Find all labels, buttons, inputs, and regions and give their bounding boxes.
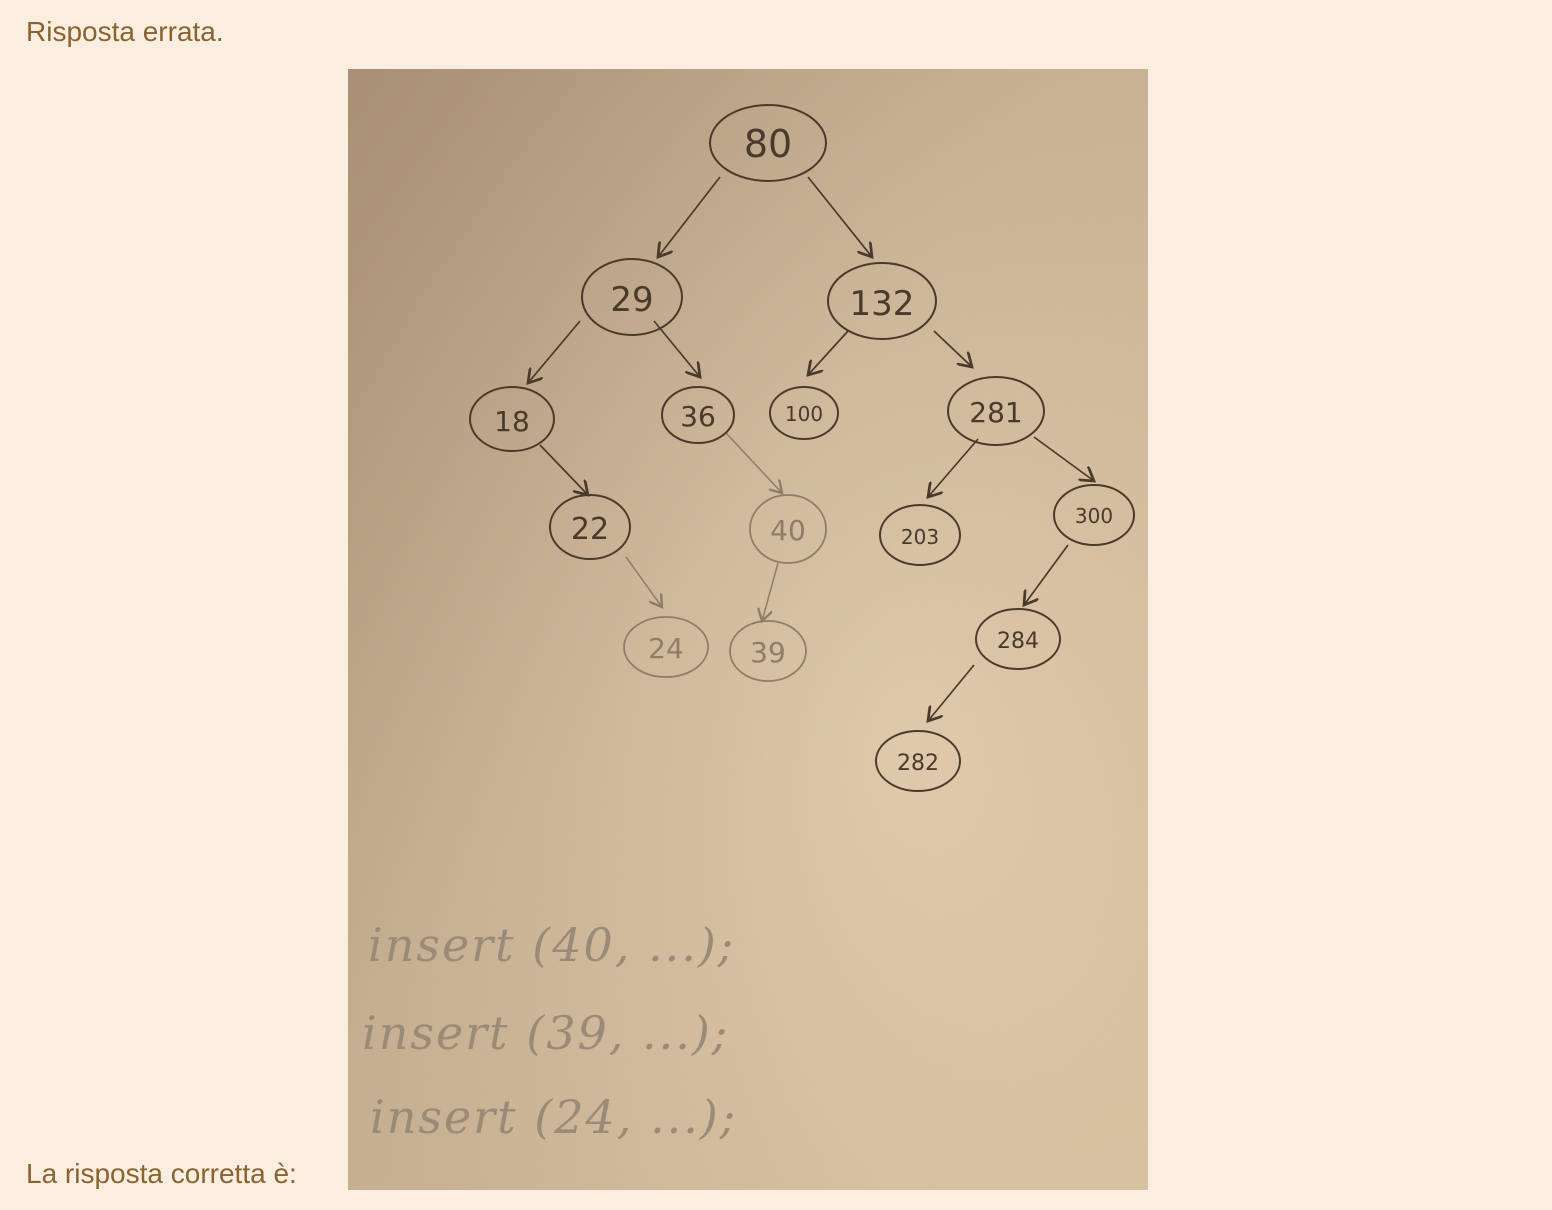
code-line: insert (40, ...);: [368, 918, 735, 972]
node-label: 132: [850, 284, 915, 324]
code-line: insert (24, ...);: [370, 1090, 737, 1144]
node-282: [875, 730, 961, 792]
node-281: [947, 376, 1045, 446]
node-80: [709, 104, 827, 182]
node-label: 203: [901, 525, 939, 549]
node-label: 40: [770, 514, 806, 547]
node-132: [827, 262, 937, 340]
node-label: 22: [571, 512, 609, 547]
node-29: [581, 258, 683, 336]
node-label: 39: [750, 636, 786, 669]
node-100: [769, 386, 839, 440]
tree-nodes-new: [623, 494, 827, 682]
node-label: 284: [997, 629, 1039, 654]
node-36: [661, 386, 735, 444]
node-284: [975, 608, 1061, 670]
correct-answer-label: La risposta corretta è:: [26, 1158, 297, 1189]
code-line: insert (39, ...);: [362, 1006, 729, 1060]
answer-image: 80 29 132 18 36 100 281 22 40 203 300 24…: [348, 69, 1148, 1190]
node-label: 18: [494, 405, 530, 438]
node-label: 24: [648, 632, 684, 665]
node-label: 80: [744, 122, 792, 166]
node-24: [623, 616, 709, 678]
feedback-status: Risposta errata.: [26, 16, 224, 47]
node-39: [729, 620, 807, 682]
node-203: [879, 504, 961, 566]
node-18: [469, 386, 555, 452]
tree-edges-new: [625, 432, 782, 621]
tree-nodes: [469, 104, 1135, 792]
tree-edges: [528, 176, 1094, 721]
node-40: [749, 494, 827, 564]
node-label: 29: [610, 280, 653, 320]
node-300: [1053, 484, 1135, 546]
node-label: 36: [680, 400, 716, 433]
node-label: 282: [897, 751, 939, 776]
node-label: 100: [785, 402, 823, 426]
node-22: [549, 494, 631, 560]
node-label: 281: [969, 396, 1022, 429]
node-label: 300: [1075, 504, 1113, 528]
